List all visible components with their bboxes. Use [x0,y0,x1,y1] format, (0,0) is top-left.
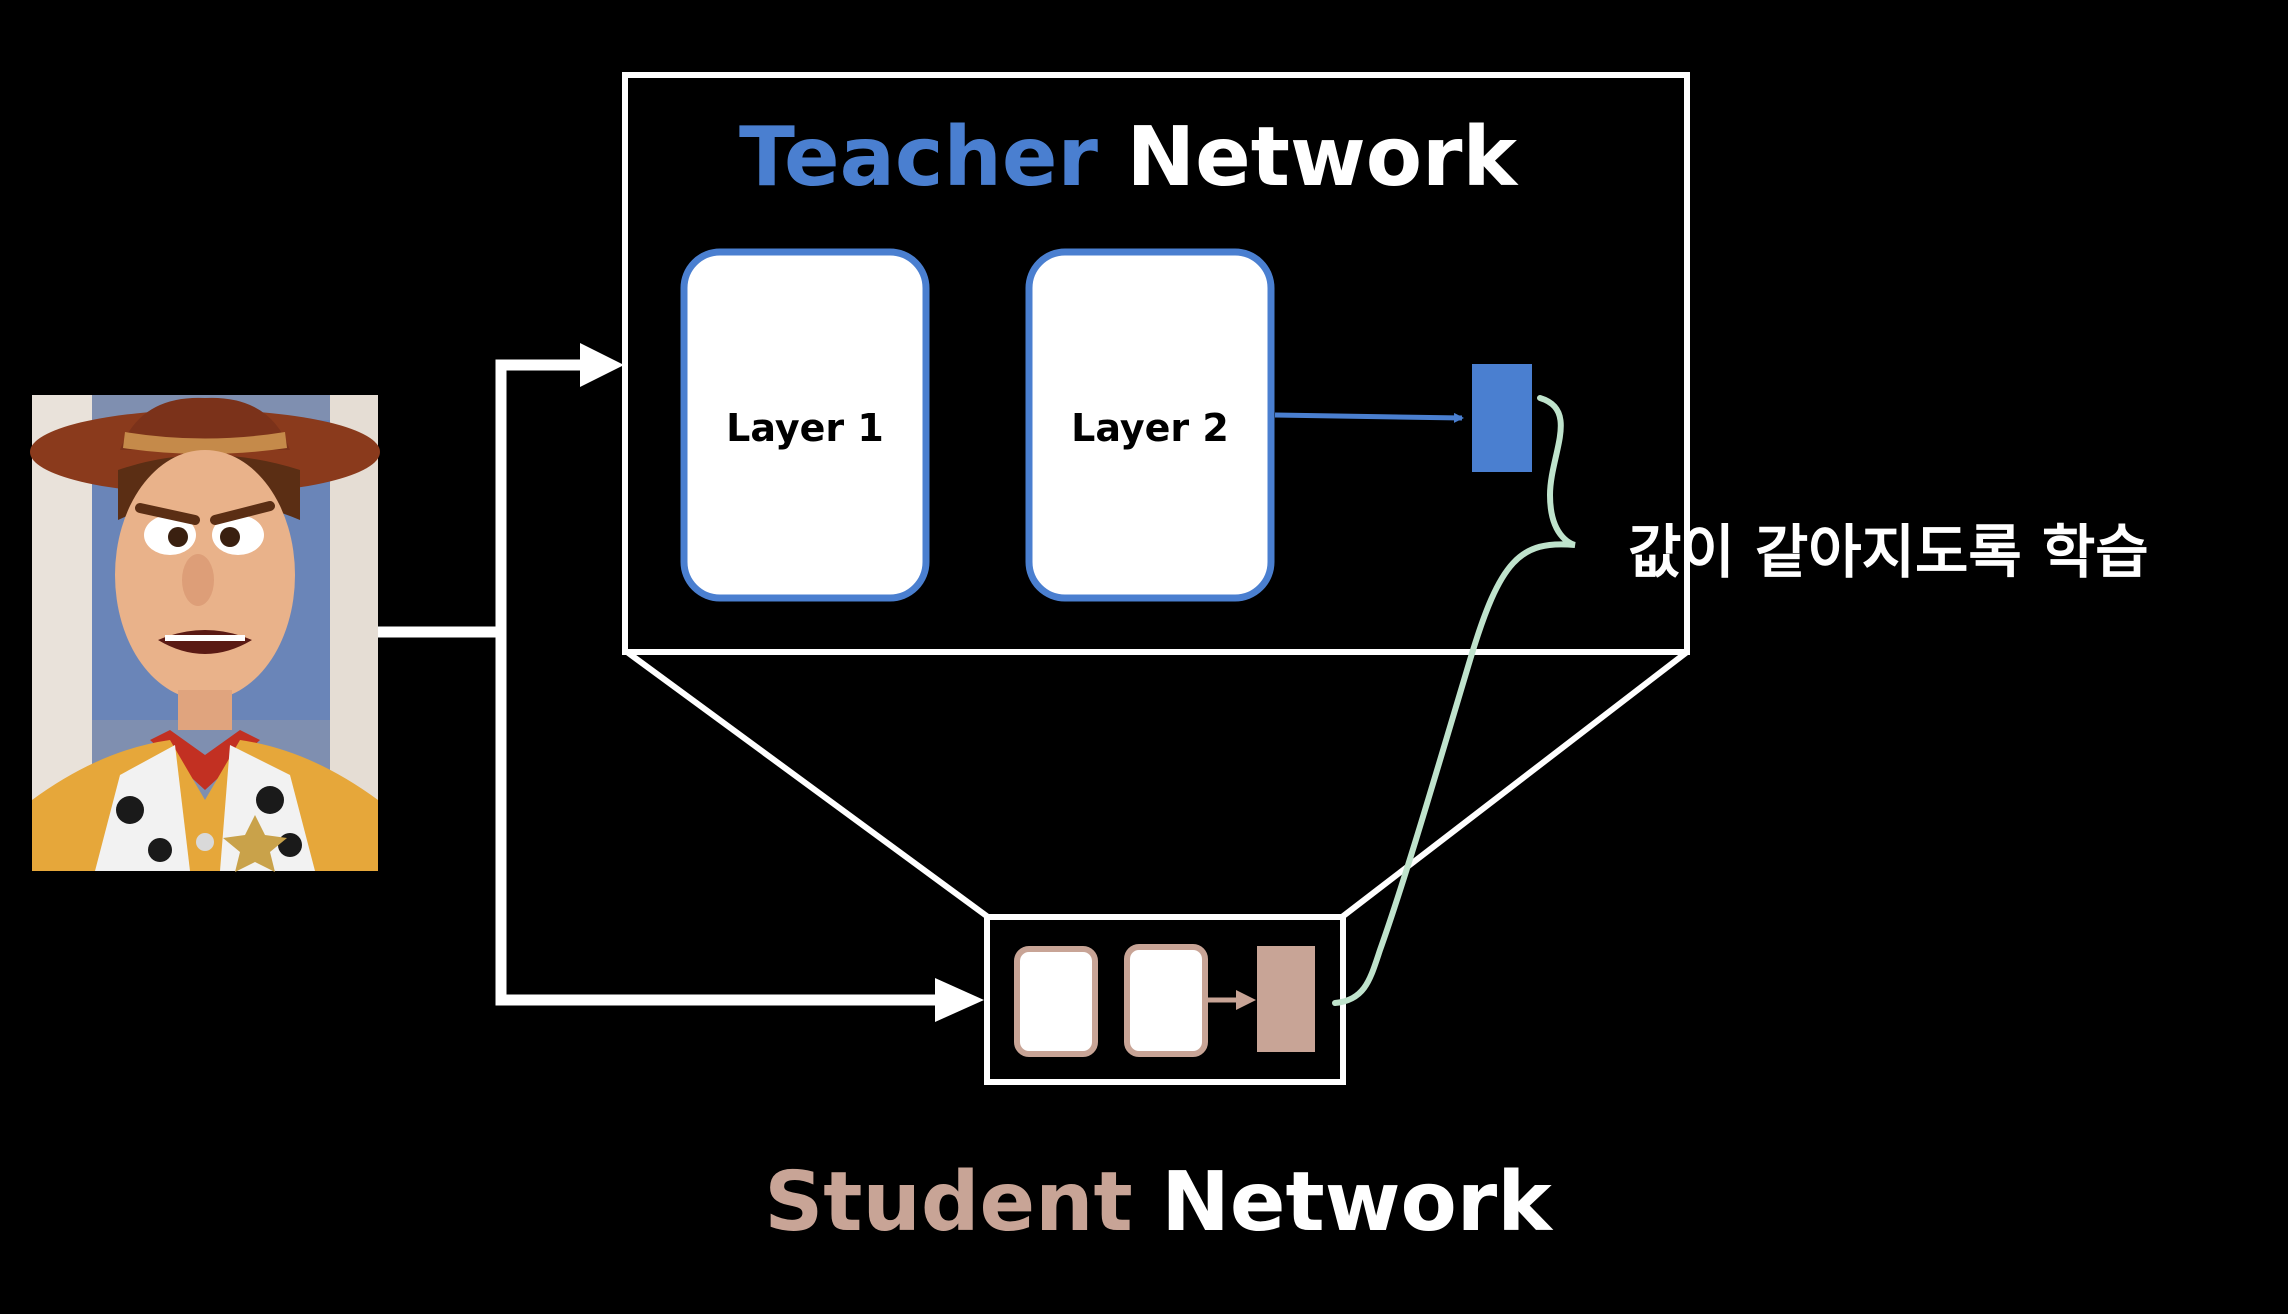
matching-annotation: 값이 같아지도록 학습 [1628,518,2149,586]
teacher-network-box [622,72,1690,655]
student-output-arrow-head [1236,990,1256,1010]
teacher-output-block [1472,364,1532,472]
input-image [30,395,380,872]
matching-brace [1332,395,1576,1006]
arrow-to-student [935,978,984,1022]
student-layer-1 [1014,946,1098,1057]
teacher-layer-1-label: Layer 1 [726,406,884,450]
teacher-title-rest: Network [1127,110,1520,205]
student-network-title: Student Network [764,1155,1554,1250]
teacher-title-accent: Teacher [739,110,1099,205]
student-layer-2 [1124,944,1208,1057]
teacher-layer-2-label: Layer 2 [1071,406,1229,450]
projection-lines [625,649,1689,920]
input-branch-lines [378,359,940,1006]
teacher-network-title: Teacher Network [739,110,1520,205]
student-output-block [1257,946,1315,1052]
teacher-layer-2 [1025,248,1275,602]
student-title-rest: Network [1161,1155,1554,1250]
teacher-output-arrow [1274,412,1464,423]
student-title-accent: Student [764,1155,1133,1250]
teacher-layer-1 [680,248,930,602]
arrow-to-teacher [580,343,624,387]
